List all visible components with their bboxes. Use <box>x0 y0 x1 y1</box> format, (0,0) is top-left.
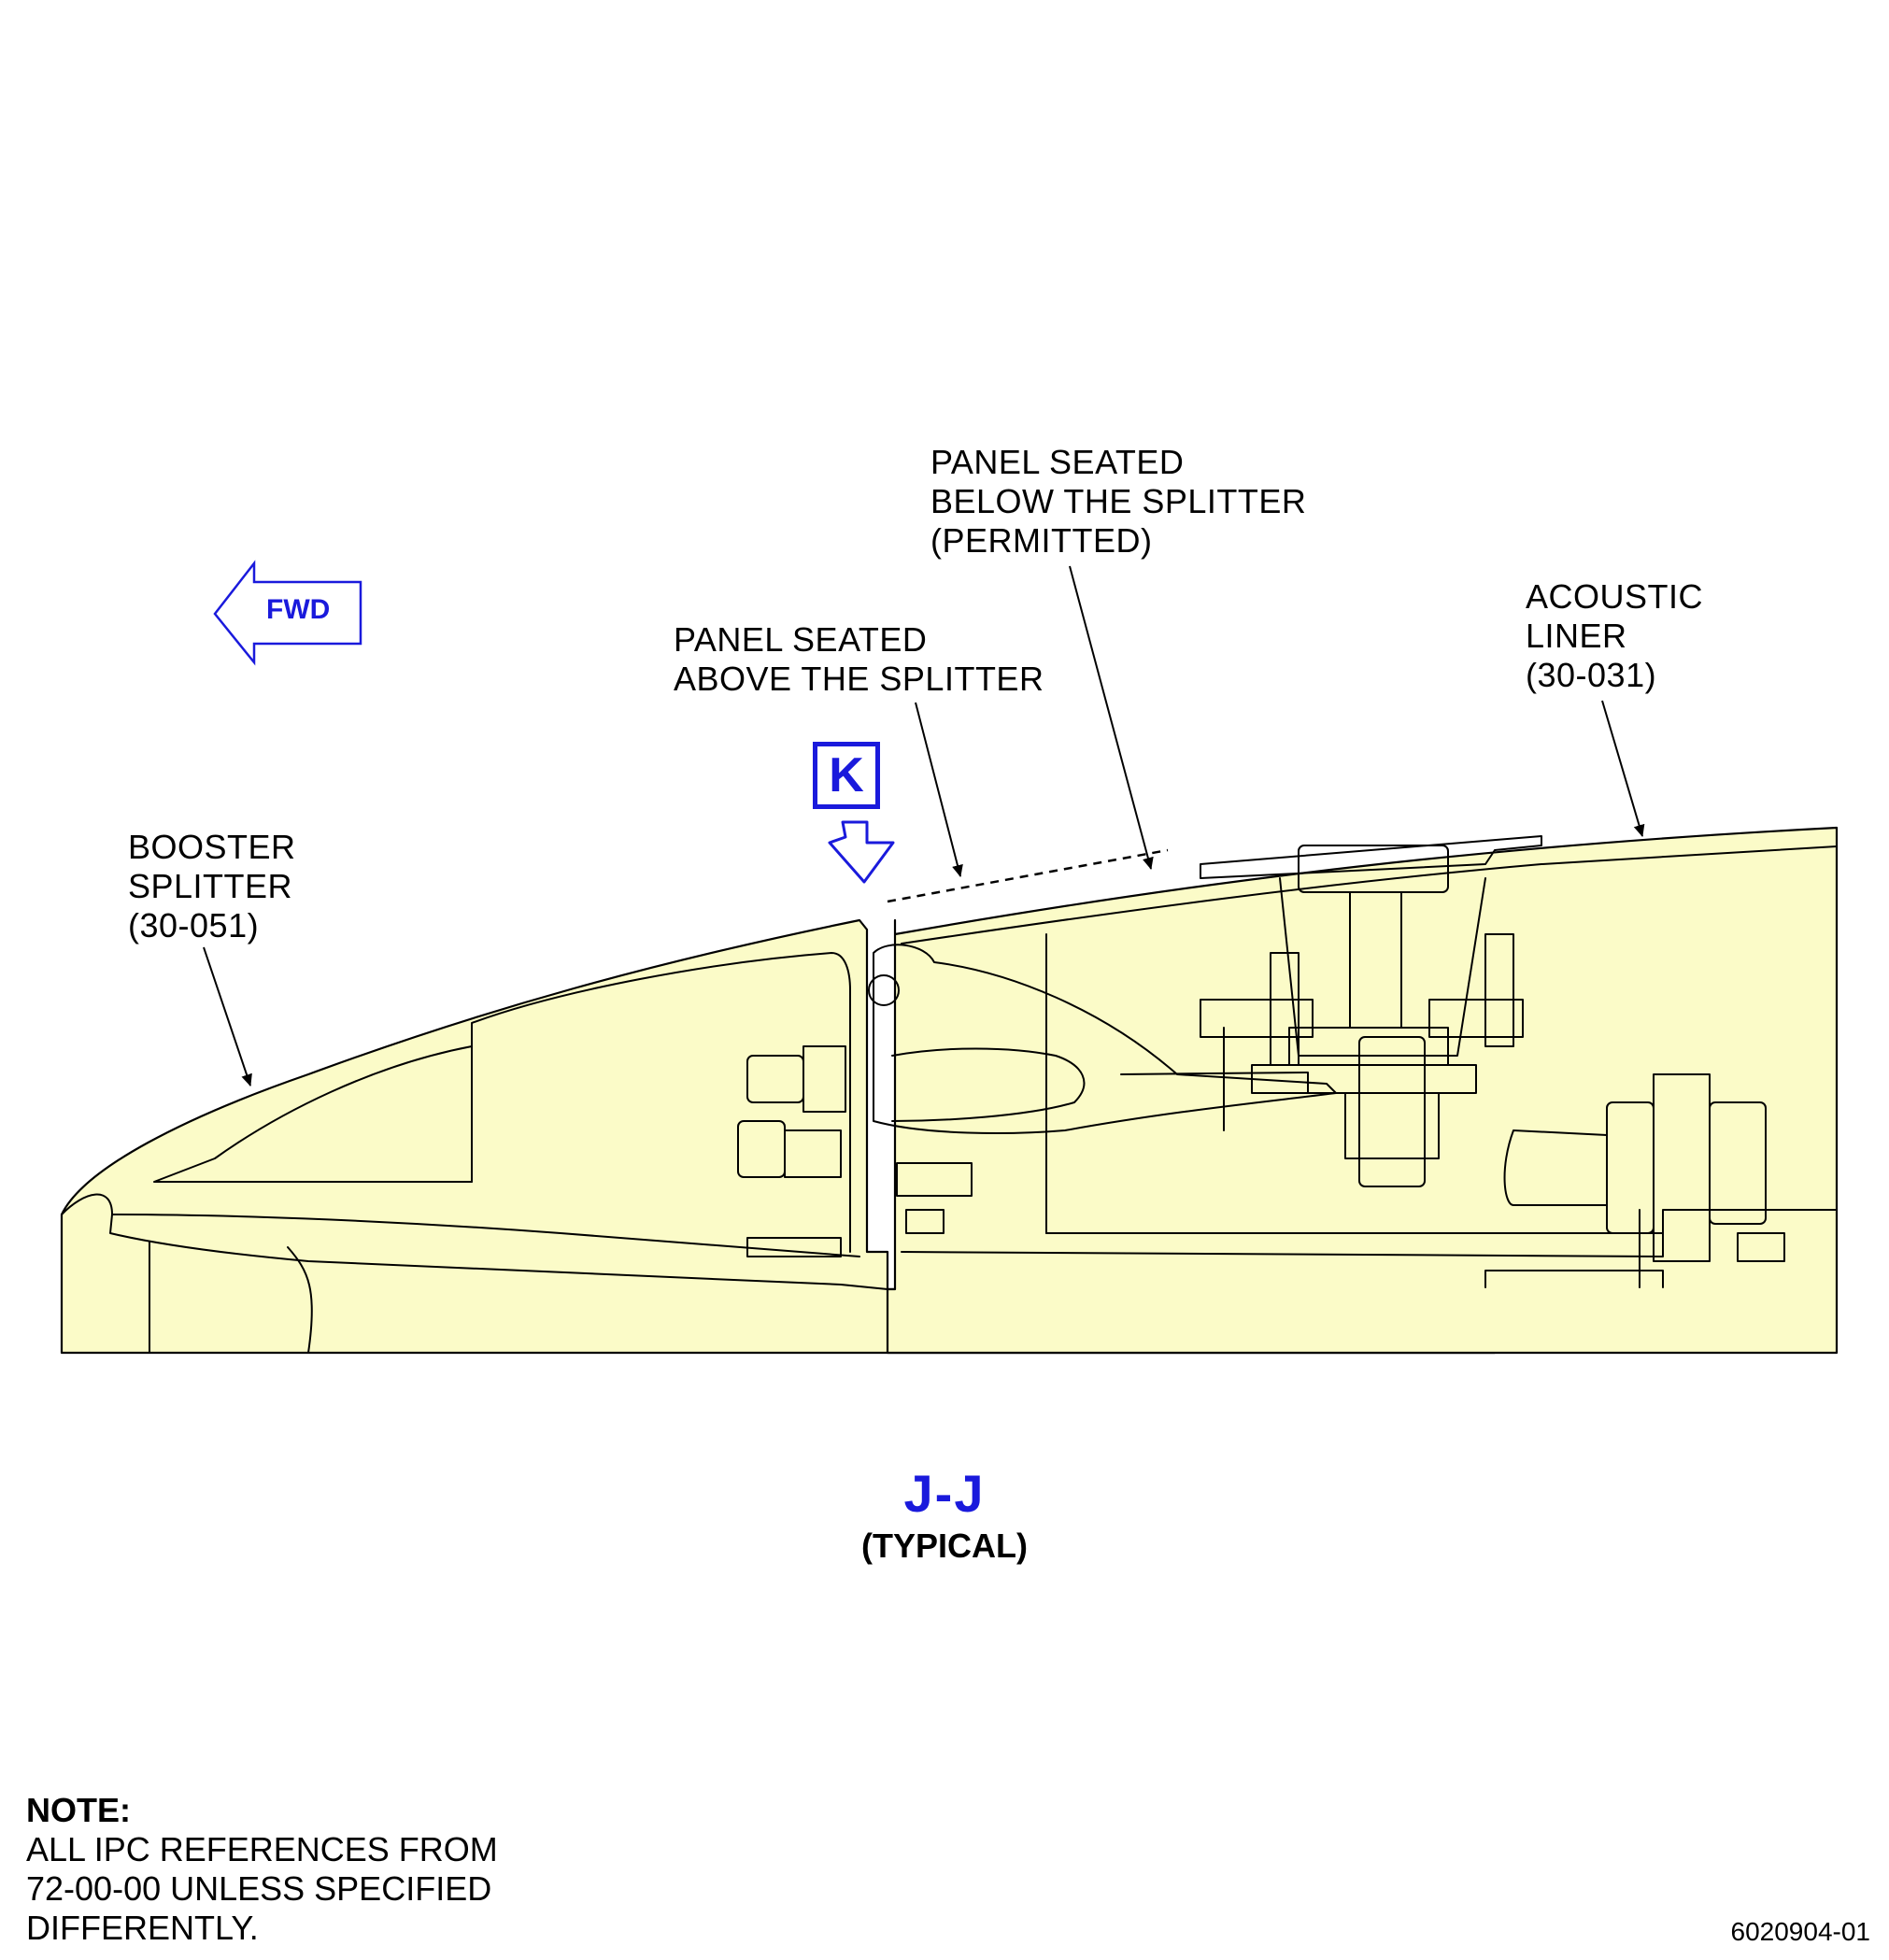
figure-number: 6020904-01 <box>1730 1917 1870 1946</box>
label-line: BOOSTER <box>128 828 296 866</box>
splitter-lip <box>61 1193 888 1290</box>
label-line: LINER <box>1526 617 1627 655</box>
fwd-label: FWD <box>266 594 331 625</box>
leader-booster-splitter <box>203 946 252 1087</box>
label-line: (PERMITTED) <box>930 521 1153 560</box>
view-direction-arrow-icon <box>828 820 895 884</box>
label-line: BELOW THE SPLITTER <box>930 482 1307 520</box>
note-line: DIFFERENTLY. <box>26 1909 259 1947</box>
note-line: 72-00-00 UNLESS SPECIFIED <box>26 1869 492 1908</box>
internal-details <box>61 835 1838 1354</box>
latch-plate <box>1200 835 1542 879</box>
label-booster-splitter: BOOSTER SPLITTER (30-051) <box>128 828 296 945</box>
fwd-arrow-icon <box>213 560 362 666</box>
view-title: J-J <box>903 1464 986 1523</box>
leader-acoustic-liner <box>1601 700 1645 837</box>
label-line: PANEL SEATED <box>674 620 928 659</box>
latch-housing <box>1298 845 1449 893</box>
label-panel-below: PANEL SEATED BELOW THE SPLITTER (PERMITT… <box>930 443 1306 561</box>
assembly-body <box>60 826 1839 1355</box>
label-panel-above: PANEL SEATED ABOVE THE SPLITTER <box>674 620 1044 699</box>
label-line: SPLITTER <box>128 867 293 905</box>
label-line: ACOUSTIC <box>1526 577 1704 616</box>
hinge-fitting <box>1503 1129 1608 1206</box>
link-arm <box>873 944 1337 1134</box>
label-acoustic-liner: ACOUSTIC LINER (30-031) <box>1526 577 1703 695</box>
note: NOTE: ALL IPC REFERENCES FROM 72-00-00 U… <box>26 1791 498 1948</box>
view-subtitle: (TYPICAL) <box>861 1527 1028 1565</box>
splitter-cavity <box>153 1045 473 1183</box>
view-marker: K <box>813 742 880 809</box>
pivot-pin <box>868 974 900 1006</box>
splitter-outline <box>60 918 1497 1355</box>
latch-bolt <box>1358 1036 1426 1187</box>
label-line: (30-051) <box>128 906 260 944</box>
label-line: PANEL SEATED <box>930 443 1185 481</box>
permitted-position-line <box>887 848 1169 903</box>
label-line: (30-031) <box>1526 656 1657 694</box>
leader-lines <box>203 565 1645 1087</box>
leader-panel-below <box>1069 565 1154 870</box>
acoustic-liner-panel <box>886 826 1839 1355</box>
leader-panel-above <box>915 702 963 877</box>
label-line: ABOVE THE SPLITTER <box>674 660 1044 698</box>
note-line: ALL IPC REFERENCES FROM <box>26 1830 498 1868</box>
note-heading: NOTE: <box>26 1791 131 1829</box>
